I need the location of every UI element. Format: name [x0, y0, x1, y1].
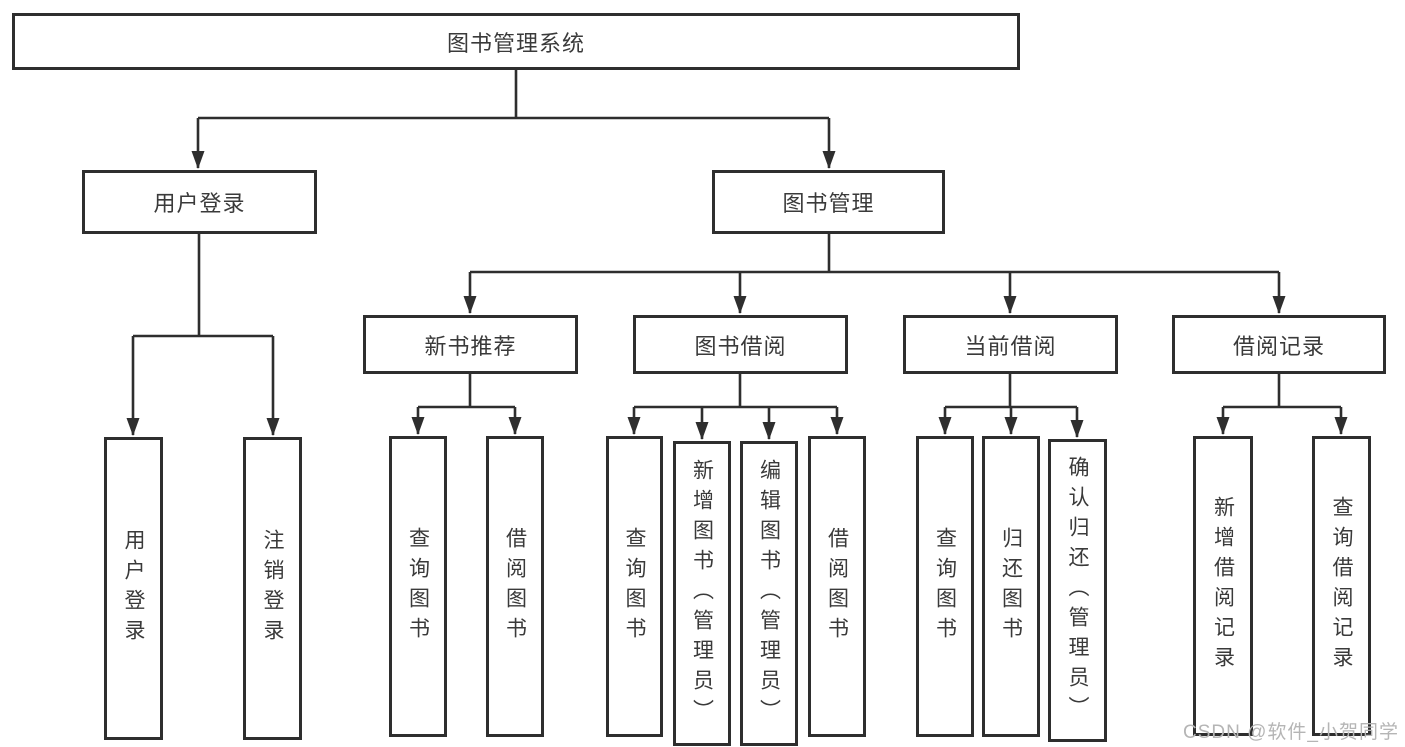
- node-root: 图书管理系统: [12, 13, 1020, 70]
- node-root-label: 图书管理系统: [446, 30, 585, 56]
- node-add-book-admin-label: 新增图书（管理员）: [690, 458, 714, 729]
- node-current-borrow: 当前借阅: [903, 315, 1118, 374]
- node-book-borrow-label: 图书借阅: [694, 333, 787, 359]
- node-return-book-label: 归还图书: [999, 526, 1023, 647]
- node-new-book-recommend-label: 新书推荐: [424, 333, 517, 359]
- node-query-books-1: 查询图书: [389, 436, 447, 737]
- node-book-management-label: 图书管理: [782, 191, 875, 216]
- node-borrow-books-1: 借阅图书: [486, 436, 544, 737]
- csdn-watermark: CSDN @软件_小贺同学: [1183, 722, 1399, 743]
- node-edit-book-admin: 编辑图书（管理员）: [740, 441, 798, 746]
- node-query-books-1-label: 查询图书: [406, 526, 430, 647]
- node-borrow-records-label: 借阅记录: [1232, 333, 1325, 359]
- node-confirm-return-admin-label: 确认归还（管理员）: [1066, 455, 1089, 726]
- node-current-borrow-label: 当前借阅: [964, 333, 1057, 359]
- node-user-login-leaf: 用户登录: [104, 437, 163, 740]
- node-logout: 注销登录: [243, 437, 302, 740]
- node-borrow-books-2-label: 借阅图书: [825, 526, 849, 647]
- node-borrow-books-2: 借阅图书: [808, 436, 866, 737]
- node-user-login-leaf-label: 用户登录: [122, 528, 145, 649]
- node-query-books-2: 查询图书: [606, 436, 663, 737]
- node-edit-book-admin-label: 编辑图书（管理员）: [757, 458, 781, 729]
- node-add-book-admin: 新增图书（管理员）: [673, 441, 731, 746]
- node-borrow-books-1-label: 借阅图书: [503, 526, 527, 647]
- node-confirm-return-admin: 确认归还（管理员）: [1048, 439, 1107, 742]
- node-book-borrow: 图书借阅: [633, 315, 848, 374]
- node-borrow-records: 借阅记录: [1172, 315, 1386, 374]
- node-logout-label: 注销登录: [261, 528, 284, 649]
- node-query-books-2-label: 查询图书: [623, 526, 646, 647]
- node-new-book-recommend: 新书推荐: [363, 315, 578, 374]
- node-user-login-label: 用户登录: [153, 191, 246, 216]
- node-return-book: 归还图书: [982, 436, 1040, 737]
- node-book-management: 图书管理: [712, 170, 945, 234]
- node-query-books-3-label: 查询图书: [933, 526, 957, 647]
- node-query-borrow-record: 查询借阅记录: [1312, 436, 1371, 736]
- node-add-borrow-record: 新增借阅记录: [1193, 436, 1253, 736]
- node-query-books-3: 查询图书: [916, 436, 974, 737]
- node-user-login: 用户登录: [82, 170, 317, 234]
- node-query-borrow-record-label: 查询借阅记录: [1330, 496, 1353, 676]
- node-add-borrow-record-label: 新增借阅记录: [1211, 496, 1235, 676]
